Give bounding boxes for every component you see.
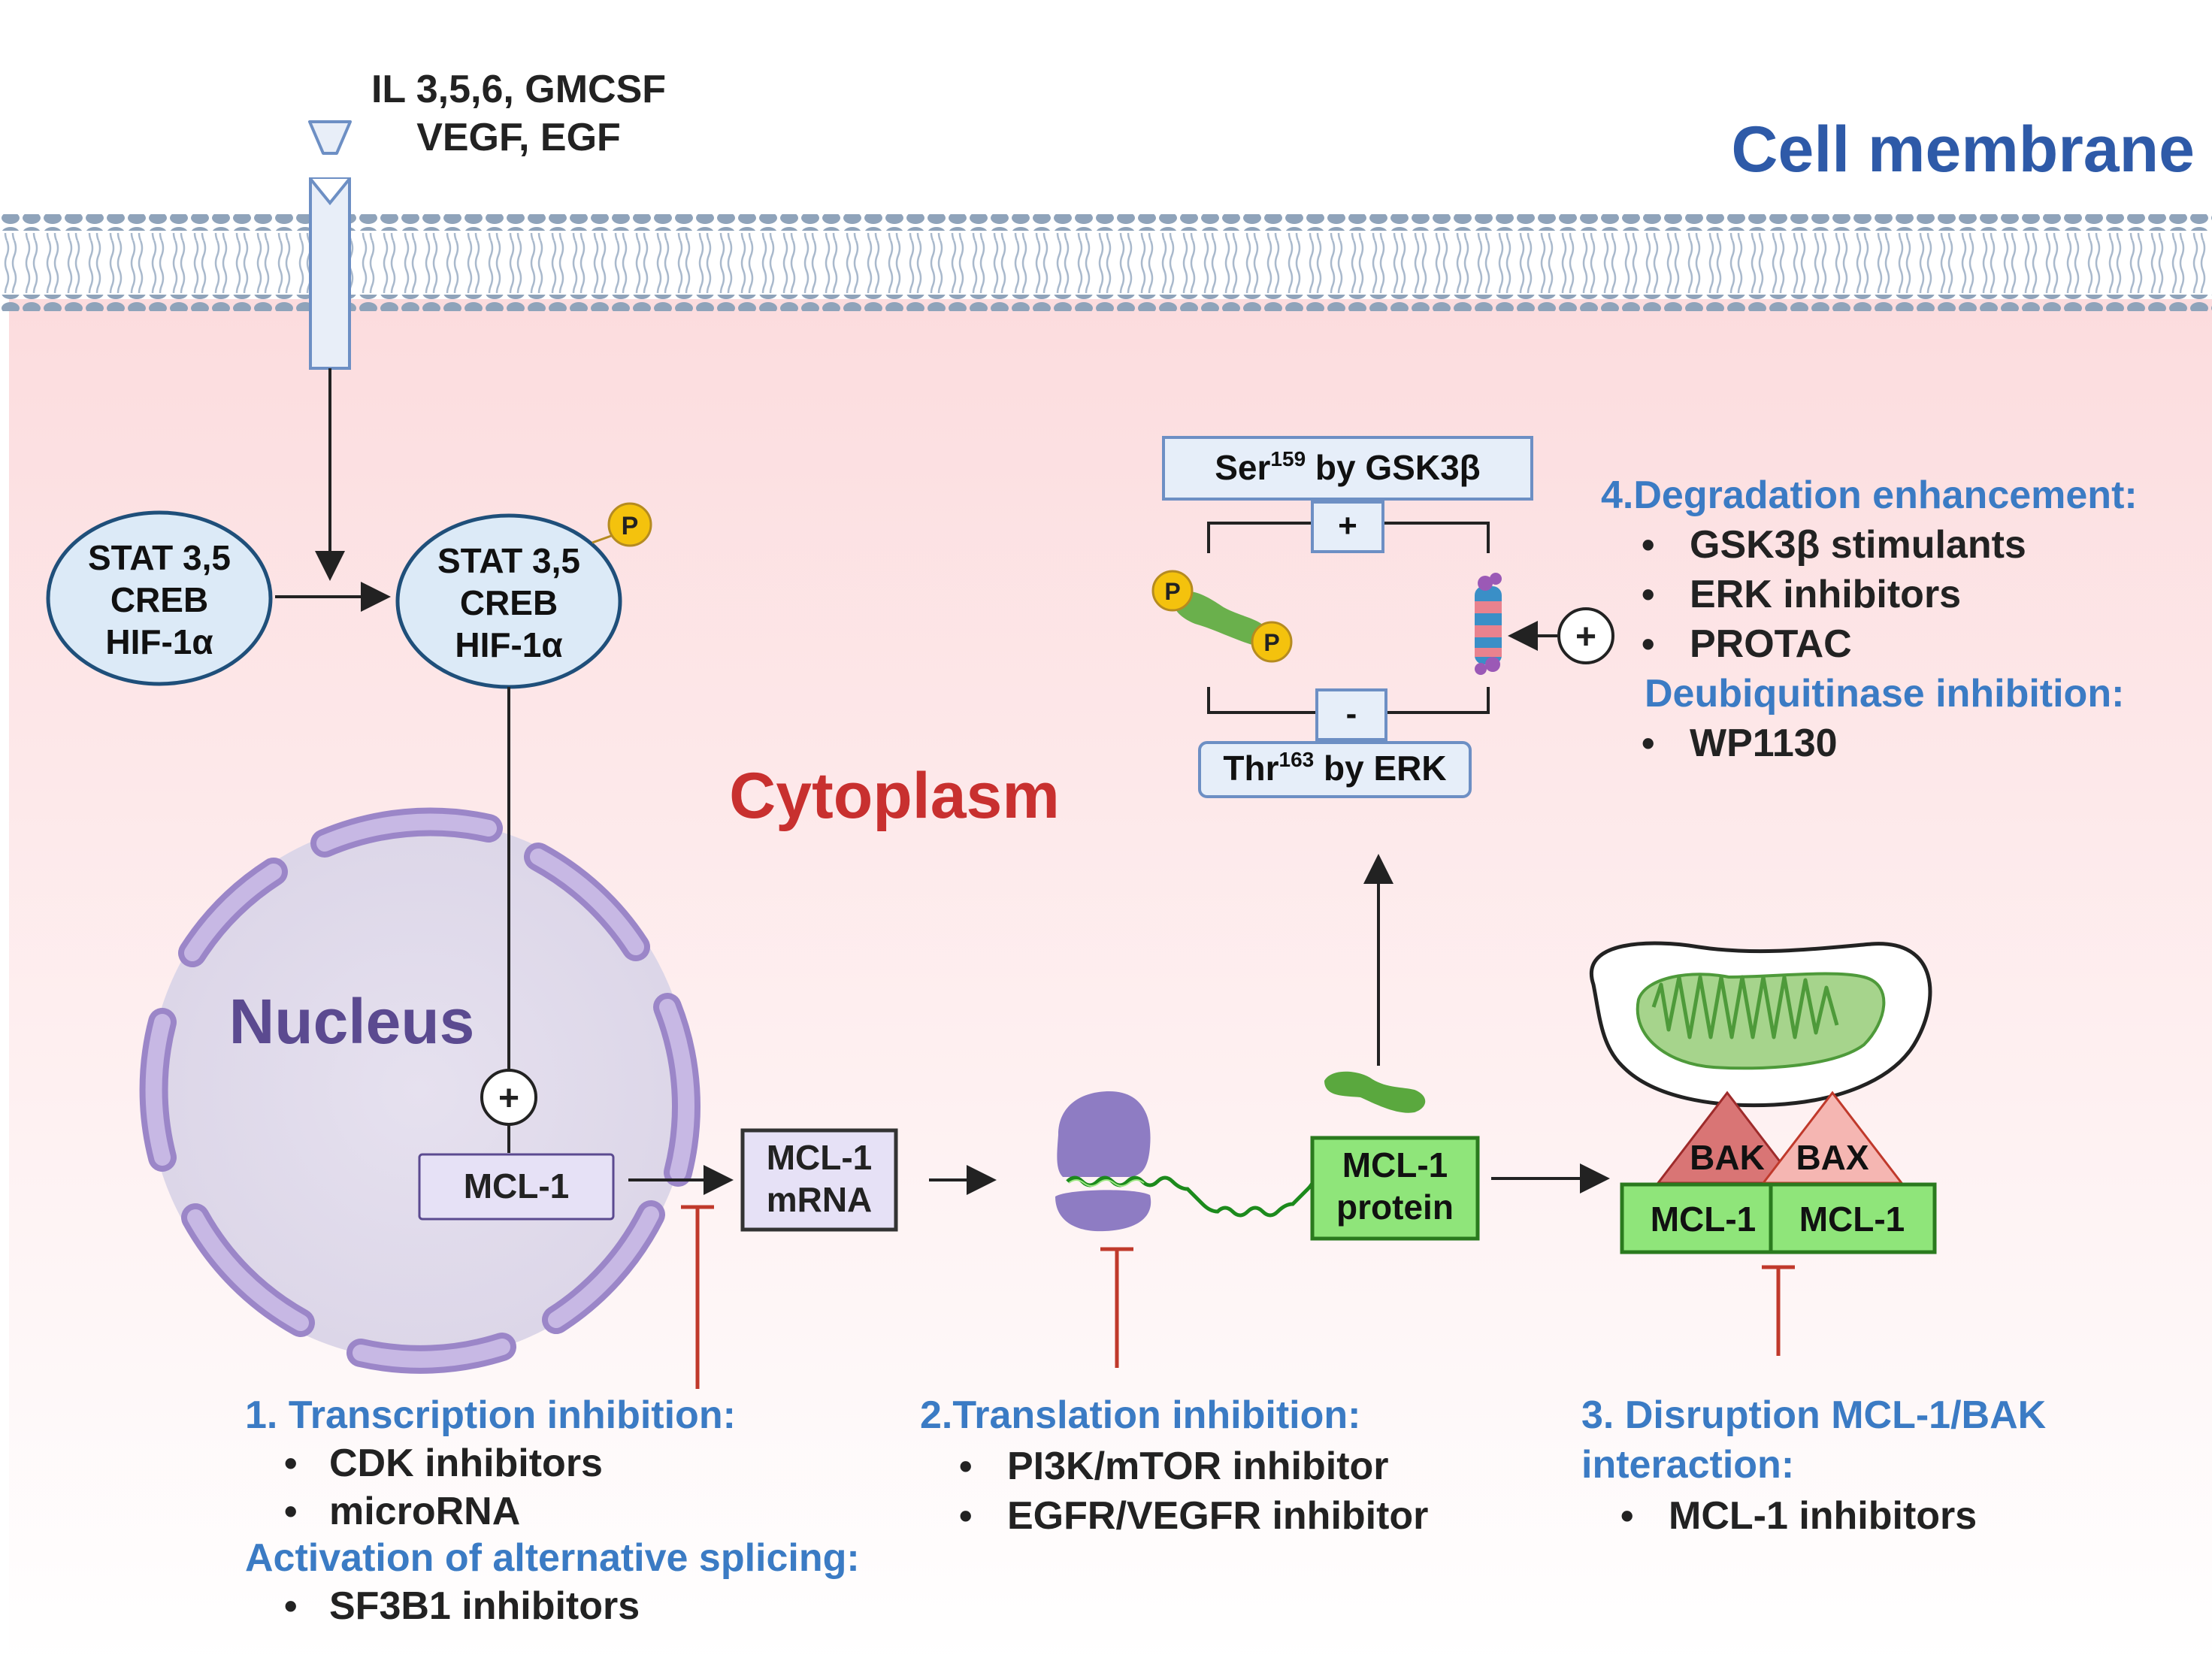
strategy1-subtitle: Activation of alternative splicing: [245,1536,860,1580]
strategy4-bullet-0: • [1642,524,1655,566]
mcl1-complex-right-label: MCL-1 [1799,1200,1905,1239]
stat-active-line2: CREB [460,583,558,622]
strategy4-item-0: GSK3β stimulants [1690,523,2026,567]
nucleus [139,807,701,1374]
stat-inactive-line1: STAT 3,5 [88,538,231,577]
ribosome-icon [1055,1091,1319,1232]
strategy1-bullet-1: • [284,1490,298,1532]
inhibition-marker-transcription [681,1205,714,1389]
strategy3-item-0: MCL-1 inhibitors [1669,1494,1977,1538]
strategy3-bullet-0: • [1620,1495,1634,1537]
plus-label-degradation: + [1575,617,1596,657]
thr163-sup: 163 [1279,748,1315,771]
strategy4-title: 4.Degradation enhancement: [1601,473,2138,517]
strategy2-title: 2.Translation inhibition: [920,1393,1360,1437]
strategy1-subbullet-0: • [284,1585,298,1627]
thr163-label: Thr163 by ERK [1223,748,1446,788]
stat-active-line3: HIF-1α [455,625,562,664]
strategy4-subtitle: Deubiquitinase inhibition: [1645,672,2124,716]
mcl1-gene-box [418,1153,615,1221]
minus-box [1315,688,1387,741]
plus-label: + [498,1079,519,1118]
mcl1-mrna-line2: mRNA [767,1180,873,1219]
thr163-prefix: Thr [1223,749,1278,788]
mcl1-mrna-line1: MCL-1 [767,1138,873,1177]
thr163-box [1198,741,1472,798]
ser159-box [1162,436,1533,501]
strategy1-title: 1. Transcription inhibition: [245,1393,736,1437]
ligand-line1: IL 3,5,6, GMCSF [371,68,666,111]
stat-active-node: STAT 3,5 CREB HIF-1α P [395,502,652,689]
ser159-prefix: Ser [1215,448,1270,487]
mcl1-complex-left [1620,1182,1773,1254]
strategy1-item-0: CDK inhibitors [329,1442,603,1485]
strategy2-bullet-1: • [959,1495,973,1537]
strategy4-bullet-2: • [1642,623,1655,665]
mitochondrion-icon [1590,941,1932,1108]
protein-icon [1324,1071,1426,1113]
strategy4-subbullet-0: • [1642,722,1655,764]
strategy2-item-1: EGFR/VEGFR inhibitor [1007,1494,1428,1538]
cytoplasm-label: Cytoplasm [729,760,1060,832]
inhibition-marker-disruption [1762,1265,1795,1356]
mcl1-complex-left-label: MCL-1 [1651,1200,1757,1239]
ligand-icon [308,120,352,155]
strategy4-item-2: PROTAC [1690,622,1852,666]
ser159-sup: 159 [1270,447,1306,470]
stat-inactive-node: STAT 3,5 CREB HIF-1α [46,510,273,686]
cell-membrane [0,214,2212,311]
cell-membrane-label: Cell membrane [1731,113,2195,186]
ligand-line2: VEGF, EGF [416,116,621,159]
mcl1-protein-box [1310,1136,1480,1241]
strategy1-item-1: microRNA [329,1490,520,1533]
phospho-label: P [622,512,639,540]
mcl1-gene-label: MCL-1 [464,1166,570,1206]
mcl1-protein-line1: MCL-1 [1342,1145,1448,1184]
mcl1-protein-line2: protein [1336,1187,1454,1227]
receptor-icon [308,120,352,370]
phospho-icon [607,502,652,547]
strategy4-block: 4.Degradation enhancement: • GSK3β stimu… [1601,473,2138,765]
mcl1-complex-right [1769,1182,1937,1254]
strategy2-bullet-0: • [959,1445,973,1487]
bak-label: BAK [1690,1138,1765,1177]
ser159-label: Ser159 by GSK3β [1215,447,1480,487]
strategy2-item-0: PI3K/mTOR inhibitor [1007,1445,1389,1488]
thr163-suffix: by ERK [1314,749,1446,788]
strategy3-block: 3. Disruption MCL-1/BAK interaction: • M… [1581,1393,2047,1538]
strategy3-title-line2: interaction: [1581,1443,1794,1487]
stat-inactive-line2: CREB [110,580,208,619]
plus-icon-degradation [1557,607,1614,664]
strategy1-bullet-0: • [284,1442,298,1484]
stat-inactive-line3: HIF-1α [105,622,213,661]
phospho-protein-icon: P P [1151,570,1293,663]
ser159-suffix: by GSK3β [1306,448,1481,487]
strategy4-subitem-0: WP1130 [1690,722,1838,765]
phospho-label-3: P [1263,629,1279,656]
strategy1-subitem-0: SF3B1 inhibitors [329,1584,640,1628]
strategy4-item-1: ERK inhibitors [1690,573,1961,616]
strategy2-block: 2.Translation inhibition: • PI3K/mTOR in… [920,1393,1428,1538]
minus-box-label: - [1346,695,1357,732]
strategy1-block: 1. Transcription inhibition: • CDK inhib… [245,1393,860,1628]
bax-label: BAX [1796,1138,1869,1177]
strategy3-title-line1: 3. Disruption MCL-1/BAK [1581,1393,2047,1437]
plus-box-label: + [1338,507,1357,544]
mcl1-mrna-box [740,1128,898,1232]
inhibition-marker-translation [1100,1247,1133,1368]
proteasome-icon [1475,573,1502,675]
phospho-label-2: P [1164,578,1180,605]
plus-box [1311,501,1384,553]
stat-active-line1: STAT 3,5 [437,541,580,580]
nucleus-label: Nucleus [229,986,475,1057]
strategy4-bullet-1: • [1642,573,1655,616]
